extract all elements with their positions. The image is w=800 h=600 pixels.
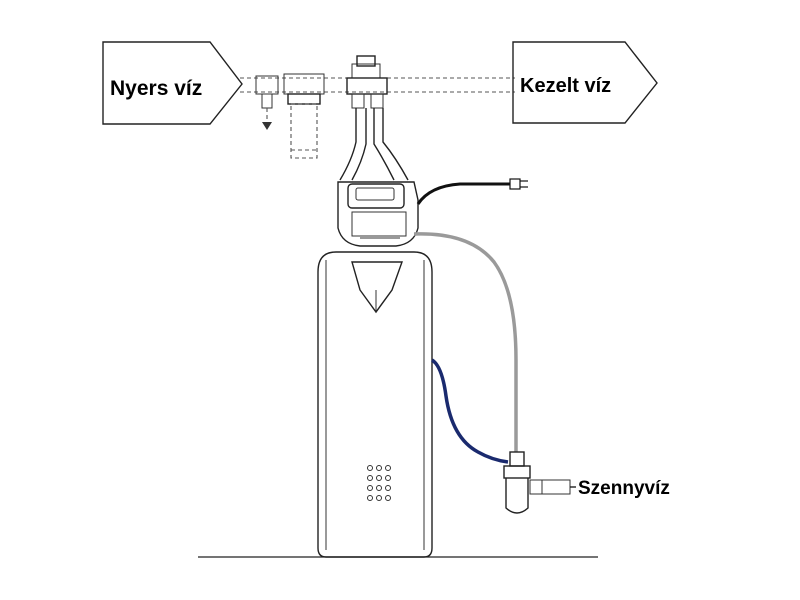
drain-trap [503,451,576,514]
connection-hoses [339,108,409,181]
grey-drain-hose [413,232,518,452]
raw-water-label: Nyers víz [110,77,202,100]
drain-tee [255,75,279,130]
treated-water-label: Kezelt víz [520,75,611,97]
raw-water-arrow: Nyers víz [102,41,243,125]
treated-water-arrow: Kezelt víz [512,41,658,124]
main-pipe [240,77,515,93]
pre-filter [283,73,325,159]
softener-cabinet [317,251,433,558]
blue-overflow-hose [430,358,509,464]
bypass-valve [346,55,388,109]
waste-water-label: Szennyvíz [578,478,670,499]
vent-holes [367,465,391,501]
power-cable [416,178,528,205]
control-head [337,181,419,247]
